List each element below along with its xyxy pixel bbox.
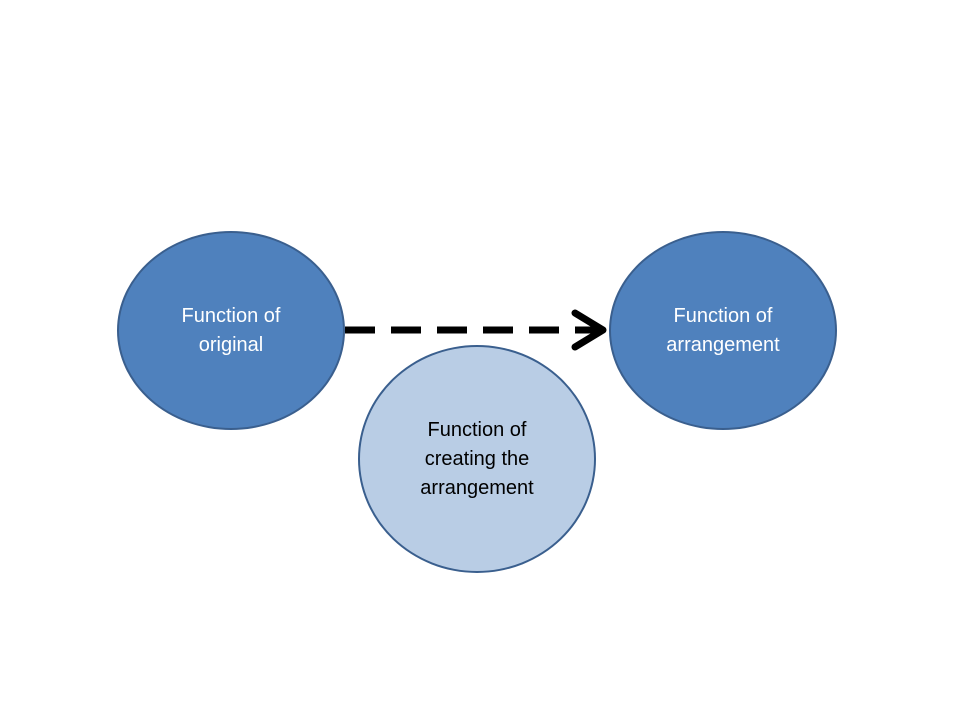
- node-label: Function of original: [181, 304, 281, 356]
- node-function-of-creating-the-arrangement: Function of creating the arrangement: [358, 345, 596, 573]
- node-function-of-original: Function of original: [117, 231, 345, 430]
- arrow-head-icon: [571, 309, 607, 351]
- node-label: Function of arrangement: [666, 304, 780, 356]
- node-label: Function of creating the arrangement: [420, 418, 534, 499]
- node-function-of-arrangement: Function of arrangement: [609, 231, 837, 430]
